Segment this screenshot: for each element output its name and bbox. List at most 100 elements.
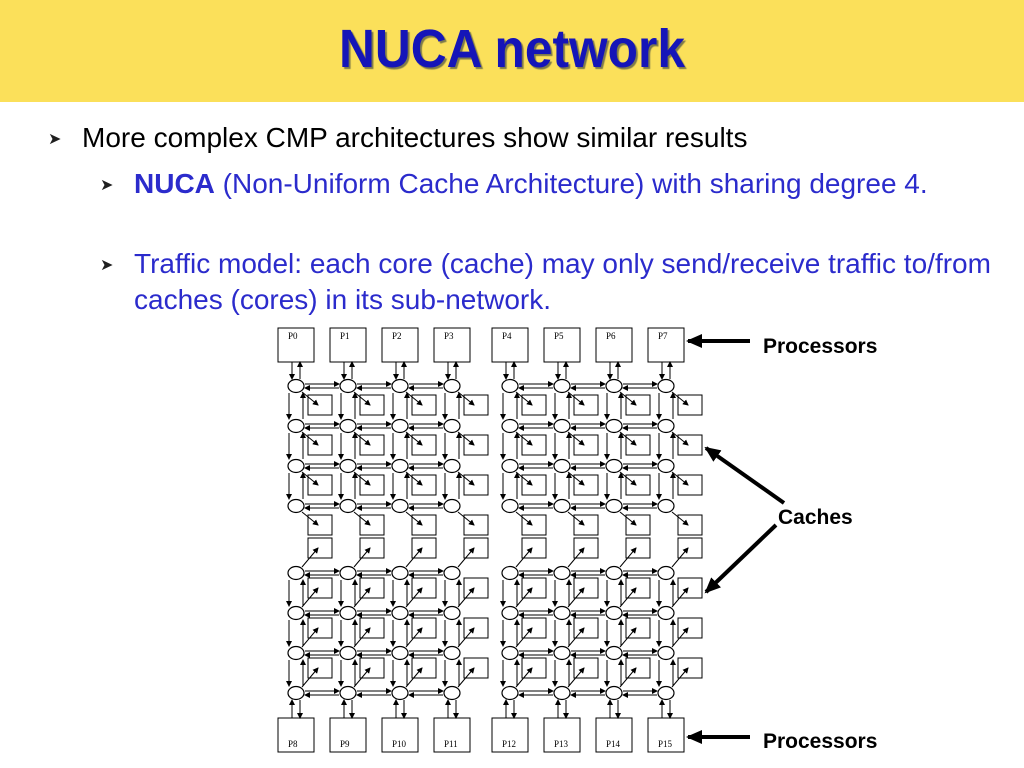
router-node <box>443 645 461 661</box>
router-node <box>443 685 461 701</box>
cache-link <box>353 391 371 406</box>
cache-box <box>411 394 437 416</box>
cache-link <box>301 587 319 608</box>
router-node <box>605 418 623 434</box>
cache-link <box>301 627 319 648</box>
cache-box <box>463 474 489 496</box>
processor-label: P12 <box>502 739 516 749</box>
bullet-level1-text: More complex CMP architectures show simi… <box>82 122 748 153</box>
router-node <box>501 458 519 474</box>
router-node <box>339 565 357 581</box>
cache-link <box>405 471 423 486</box>
cache-link <box>301 511 319 526</box>
cache-box <box>359 434 385 456</box>
processor-label: P5 <box>554 331 564 341</box>
cache-link <box>619 547 637 568</box>
cache-box <box>463 514 489 536</box>
cache-link <box>671 431 689 446</box>
router-node <box>287 685 305 701</box>
router-node <box>657 645 675 661</box>
router-node <box>501 685 519 701</box>
cache-link <box>619 471 637 486</box>
processor-label: P6 <box>606 331 616 341</box>
router-node <box>657 458 675 474</box>
arrow-to-caches-top <box>704 446 786 505</box>
cache-link <box>457 471 475 486</box>
cache-link <box>457 667 475 688</box>
cache-link <box>671 587 689 608</box>
router-node <box>501 565 519 581</box>
router-node <box>553 685 571 701</box>
processor-label: P15 <box>658 739 673 749</box>
router-node <box>391 418 409 434</box>
router-node <box>553 605 571 621</box>
router-node <box>605 645 623 661</box>
chevron-right-icon: ➤ <box>48 131 62 148</box>
cache-box <box>307 434 333 456</box>
processor-box <box>647 717 685 753</box>
router-node <box>287 418 305 434</box>
router-node <box>605 605 623 621</box>
cache-link <box>405 627 423 648</box>
router-node <box>287 645 305 661</box>
router-node <box>553 458 571 474</box>
processor-box <box>381 717 419 753</box>
cache-link <box>619 431 637 446</box>
processor-box <box>381 327 419 363</box>
router-node <box>391 645 409 661</box>
cache-link <box>515 547 533 568</box>
nuca-term: NUCA <box>134 168 215 199</box>
router-node <box>501 645 519 661</box>
cache-link <box>619 391 637 406</box>
cache-box <box>677 514 703 536</box>
router-node <box>443 458 461 474</box>
router-node <box>657 685 675 701</box>
router-node <box>443 498 461 514</box>
router-node <box>391 605 409 621</box>
cache-link <box>671 511 689 526</box>
processor-label: P0 <box>288 331 298 341</box>
cache-box <box>625 474 651 496</box>
cache-link <box>671 471 689 486</box>
cache-link <box>405 587 423 608</box>
cache-box <box>411 434 437 456</box>
processor-label: P7 <box>658 331 668 341</box>
cache-link <box>515 471 533 486</box>
router-node <box>501 418 519 434</box>
cache-link <box>457 431 475 446</box>
cache-link <box>457 587 475 608</box>
label-caches: Caches <box>778 506 853 529</box>
router-node <box>443 565 461 581</box>
title-bar <box>0 0 1024 102</box>
processor-box <box>647 327 685 363</box>
cache-box <box>521 434 547 456</box>
bullet-traffic-text: Traffic model: each core (cache) may onl… <box>134 248 991 315</box>
cache-link <box>515 587 533 608</box>
router-node <box>391 378 409 394</box>
cache-link <box>671 667 689 688</box>
router-node <box>339 498 357 514</box>
router-node <box>657 498 675 514</box>
cache-box <box>521 394 547 416</box>
cache-link <box>567 391 585 406</box>
cache-box <box>307 394 333 416</box>
cache-link <box>671 391 689 406</box>
cache-box <box>677 474 703 496</box>
router-node <box>657 605 675 621</box>
cache-box <box>307 514 333 536</box>
cache-link <box>405 511 423 526</box>
cache-box <box>521 514 547 536</box>
cache-link <box>515 627 533 648</box>
cache-link <box>567 547 585 568</box>
router-node <box>443 605 461 621</box>
router-node <box>339 685 357 701</box>
cache-box <box>359 514 385 536</box>
cache-link <box>405 391 423 406</box>
router-node <box>339 418 357 434</box>
cache-link <box>567 587 585 608</box>
cache-link <box>619 627 637 648</box>
router-node <box>657 565 675 581</box>
cache-box <box>359 474 385 496</box>
